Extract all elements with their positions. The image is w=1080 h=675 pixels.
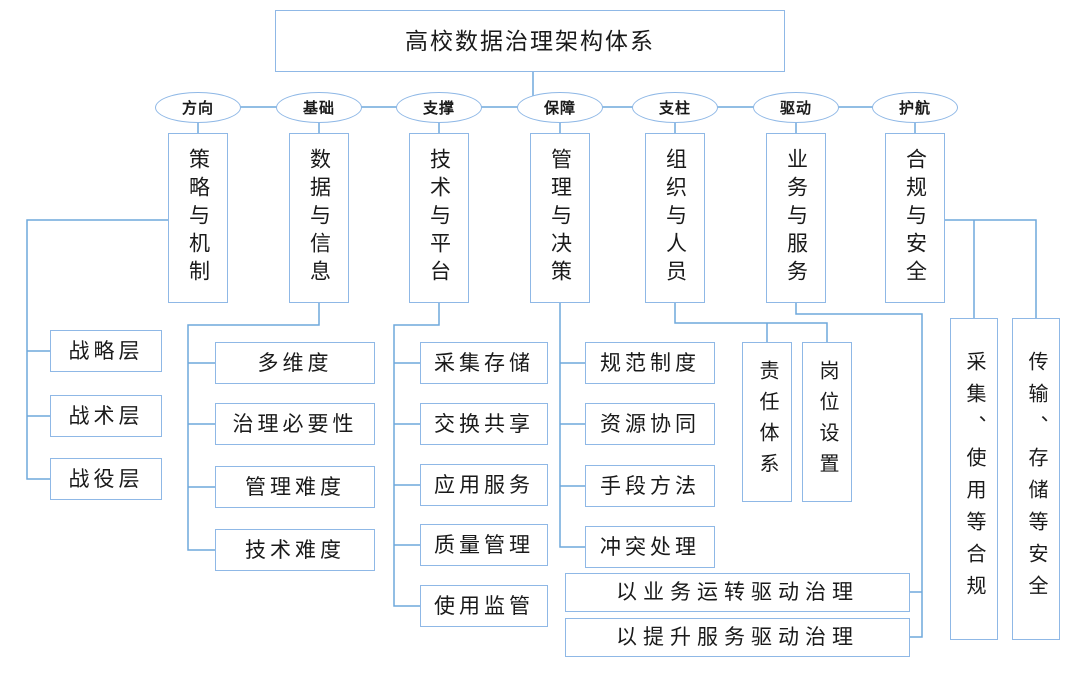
management-element-box: 资源协同 <box>585 403 715 445</box>
data-aspect-box: 管理难度 <box>215 466 375 508</box>
data-aspect-box: 多维度 <box>215 342 375 384</box>
management-element-box: 手段方法 <box>585 465 715 507</box>
org-element-box: 责任体系 <box>742 342 792 502</box>
platform-function-box: 采集存储 <box>420 342 548 384</box>
strategy-level-box: 战役层 <box>50 458 162 500</box>
tag-ellipse-pillar: 支柱 <box>632 92 718 123</box>
strategy-level-box: 战略层 <box>50 330 162 372</box>
org-element-box: 岗位设置 <box>802 342 852 502</box>
tag-ellipse-escort: 护航 <box>872 92 958 123</box>
pillar-management-decision: 管理与决策 <box>530 133 590 303</box>
tag-ellipse-support: 支撑 <box>396 92 482 123</box>
platform-function-box: 质量管理 <box>420 524 548 566</box>
tag-ellipse-direction: 方向 <box>155 92 241 123</box>
management-element-box: 冲突处理 <box>585 526 715 568</box>
pillar-business-service: 业务与服务 <box>766 133 826 303</box>
compliance-box: 采集、使用等合规 <box>950 318 998 640</box>
data-aspect-box: 治理必要性 <box>215 403 375 445</box>
root-node: 高校数据治理架构体系 <box>275 10 785 72</box>
pillar-strategy-mechanism: 策略与机制 <box>168 133 228 303</box>
platform-function-box: 交换共享 <box>420 403 548 445</box>
platform-function-box: 应用服务 <box>420 464 548 506</box>
strategy-level-box: 战术层 <box>50 395 162 437</box>
pillar-technology-platform: 技术与平台 <box>409 133 469 303</box>
platform-function-box: 使用监管 <box>420 585 548 627</box>
management-element-box: 规范制度 <box>585 342 715 384</box>
pillar-organization-personnel: 组织与人员 <box>645 133 705 303</box>
compliance-box: 传输、存储等安全 <box>1012 318 1060 640</box>
tag-ellipse-drive: 驱动 <box>753 92 839 123</box>
pillar-compliance-security: 合规与安全 <box>885 133 945 303</box>
business-driver-box: 以业务运转驱动治理 <box>565 573 910 612</box>
data-aspect-box: 技术难度 <box>215 529 375 571</box>
business-driver-box: 以提升服务驱动治理 <box>565 618 910 657</box>
pillar-data-information: 数据与信息 <box>289 133 349 303</box>
tag-ellipse-foundation: 基础 <box>276 92 362 123</box>
tag-ellipse-guarantee: 保障 <box>517 92 603 123</box>
